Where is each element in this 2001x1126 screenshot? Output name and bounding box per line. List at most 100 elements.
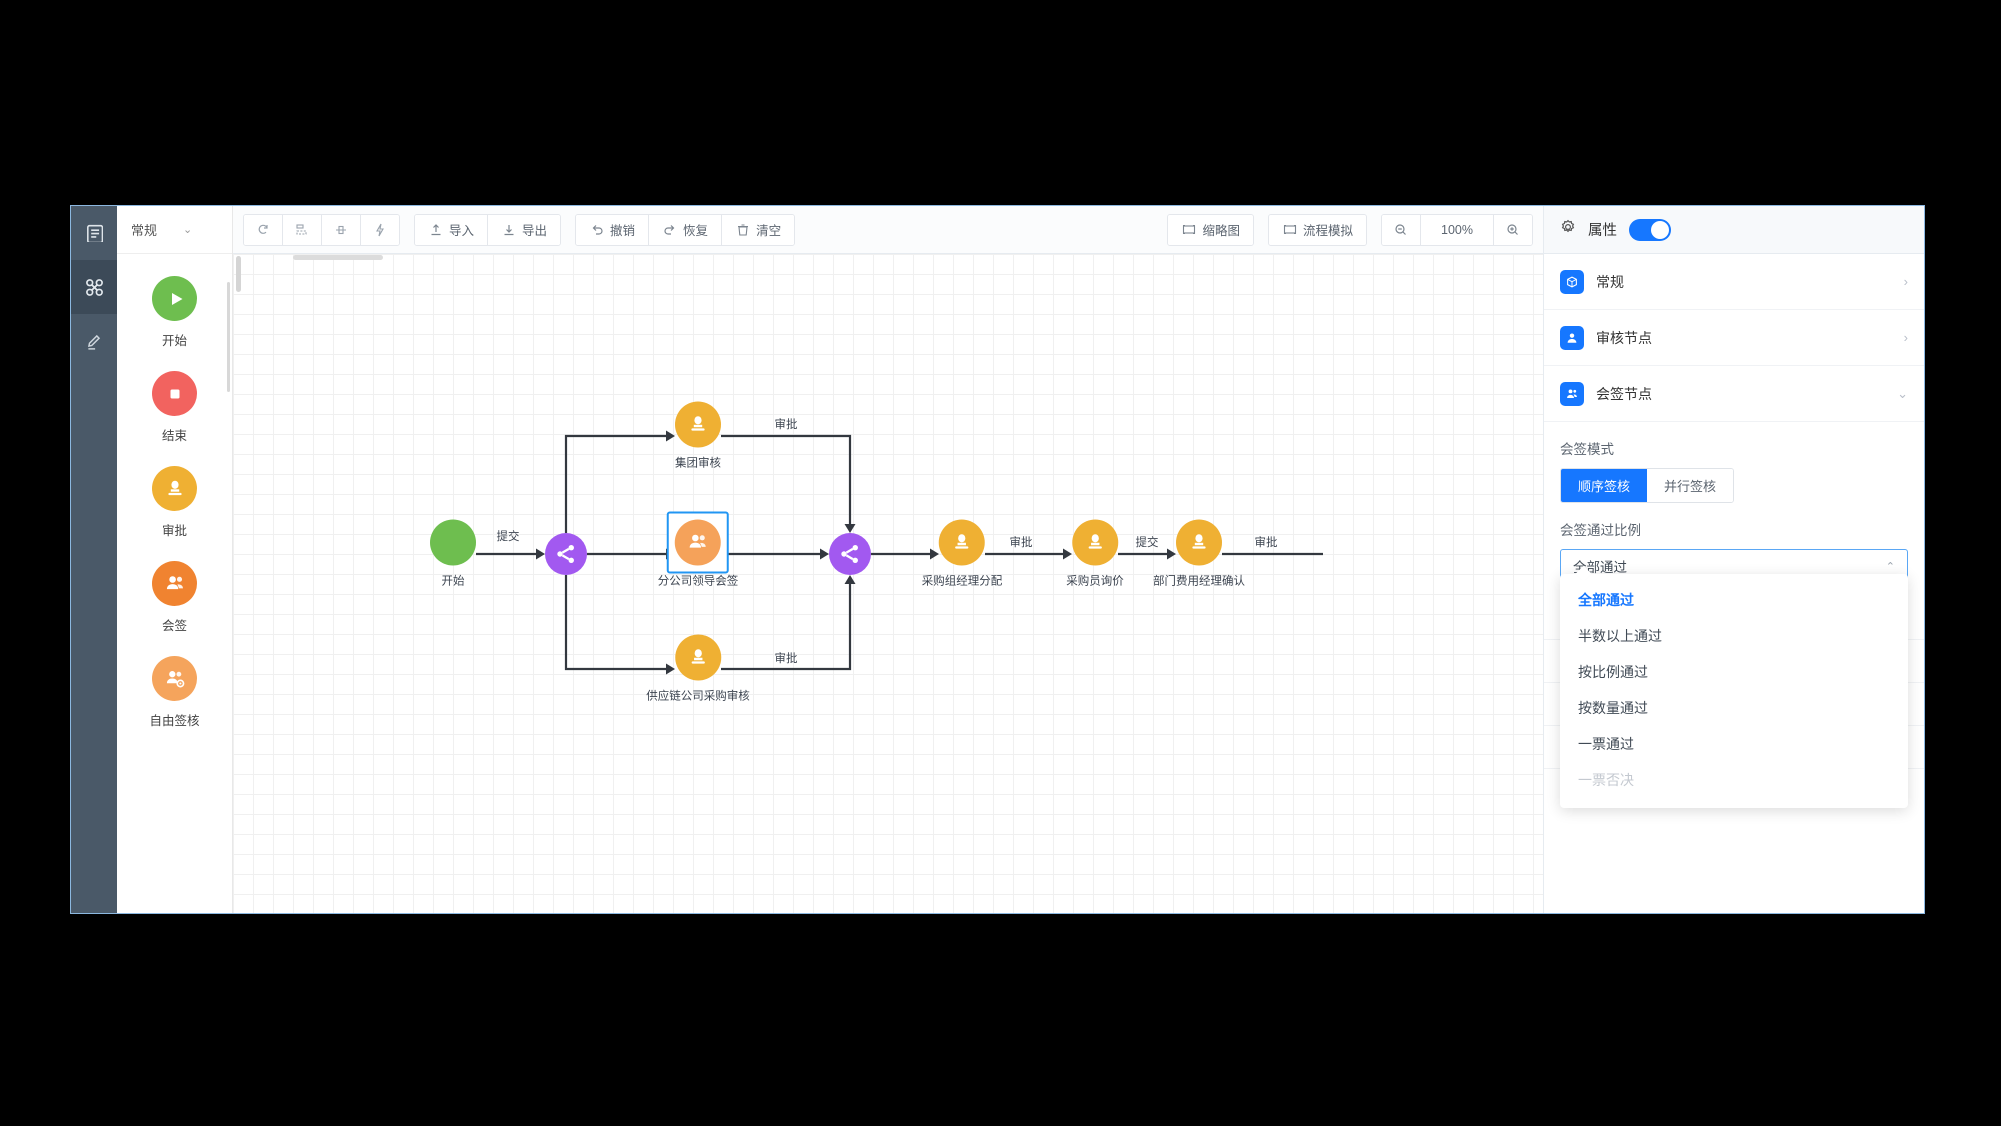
flow-node-label: 部门费用经理确认 xyxy=(1153,575,1245,588)
play-icon xyxy=(152,276,197,321)
flow-node-gw2[interactable] xyxy=(829,533,871,575)
ratio-option-4[interactable]: 一票通过 xyxy=(1578,736,1634,752)
clear-button[interactable]: 清空 xyxy=(722,214,795,245)
pen-icon xyxy=(85,332,103,350)
align-icon[interactable] xyxy=(283,214,322,245)
countersign-ratio-label: 会签通过比例 xyxy=(1560,523,1641,538)
palette-item-2[interactable]: 审批 xyxy=(117,466,232,539)
palette-scrollbar[interactable] xyxy=(227,282,230,392)
import-button[interactable]: 导入 xyxy=(415,214,489,245)
ratio-option-3[interactable]: 按数量通过 xyxy=(1578,700,1648,716)
canvas-area[interactable]: 开始 集团审核分公司领导会签供应链公司采购审核 采购组经理分配采购员询价 部门费用经理… xyxy=(233,254,1543,913)
ratio-option-2[interactable]: 按比例通过 xyxy=(1578,664,1648,680)
property-section-0[interactable]: 常规 › xyxy=(1544,254,1924,310)
palette-item-0[interactable]: 开始 xyxy=(117,276,232,349)
palette-item-label: 结束 xyxy=(161,429,187,443)
edge-label: 提交 xyxy=(1135,537,1159,549)
flow-edges xyxy=(476,430,1323,675)
flow-node-gw1[interactable] xyxy=(545,533,587,575)
canvas-grid[interactable] xyxy=(233,254,1543,913)
palette-category-label: 常规 xyxy=(131,223,158,238)
palette-category-selector[interactable]: 常规 ⌄ xyxy=(117,206,232,254)
export-button[interactable]: 导出 xyxy=(488,214,561,245)
chevron-icon: ⌄ xyxy=(1897,385,1908,401)
redo-icon xyxy=(662,222,678,238)
toggle-knob xyxy=(1651,220,1669,239)
zoom-level-value[interactable]: 100% xyxy=(1421,214,1494,245)
stamp-icon xyxy=(675,401,721,448)
zoom-in-button[interactable] xyxy=(1494,214,1532,245)
align-icon xyxy=(294,222,310,238)
undo-button[interactable]: 撤销 xyxy=(576,214,650,245)
user-icon xyxy=(1560,325,1584,350)
stop-icon xyxy=(152,371,197,416)
edge-label: 审批 xyxy=(1254,537,1278,549)
rail-item-outline[interactable] xyxy=(71,206,117,260)
cube-icon xyxy=(1560,269,1584,294)
toolbar-group-2: 撤销 恢复清空 xyxy=(575,213,796,246)
palette-item-4[interactable]: 自由签核 xyxy=(117,656,232,729)
ratio-option-5: 一票否决 xyxy=(1578,772,1634,788)
thumbnail-button[interactable]: 缩略图 xyxy=(1168,214,1253,245)
flow-node-label: 集团审核 xyxy=(675,457,721,470)
rail-item-nodes[interactable] xyxy=(71,260,117,314)
countersign-ratio-section: 会签通过比例 全部通过 ⌃ xyxy=(1544,503,1924,583)
property-section-label: 常规 xyxy=(1596,273,1624,290)
undo-arrow-icon[interactable] xyxy=(244,214,283,245)
stamp-icon xyxy=(939,519,985,566)
chevron-icon: › xyxy=(1903,274,1908,289)
property-section-2[interactable]: 会签节点⌄ xyxy=(1544,366,1924,422)
stamp-icon xyxy=(1176,519,1222,566)
palette-items: 开始结束审批会签自由签核 xyxy=(117,254,232,913)
countersign-ratio-dropdown[interactable]: 全部通过半数以上通过按比例通过按数量通过一票通过一票否决 xyxy=(1560,574,1908,808)
property-section-1[interactable]: 审核节点 › xyxy=(1544,310,1924,366)
palette-item-label: 开始 xyxy=(161,334,187,348)
editor-toolbar: 导入导出撤销 恢复清空 缩略图流程模拟 100% xyxy=(233,206,1543,254)
flow-node-branch[interactable]: 分公司领导会签 xyxy=(658,511,738,589)
users-gear-icon xyxy=(152,656,197,701)
undo-icon xyxy=(589,222,605,238)
redo-button[interactable]: 恢复 xyxy=(649,214,723,245)
lightning-icon[interactable] xyxy=(361,214,399,245)
flow-node-label: 采购员询价 xyxy=(1066,575,1124,588)
gateway-icon xyxy=(545,533,587,575)
chevron-icon: › xyxy=(1903,330,1908,345)
stamp-icon xyxy=(152,466,197,511)
palette-item-label: 自由签核 xyxy=(149,714,200,728)
flow-node-pmgr[interactable]: 采购组经理分配 xyxy=(922,519,1002,589)
flow-node-start[interactable]: 开始 xyxy=(430,519,476,589)
chevron-up-icon: ⌃ xyxy=(1885,560,1895,573)
toolbar-button-label: 恢复 xyxy=(683,224,709,238)
gateway-icon xyxy=(829,533,871,575)
simulate-button[interactable]: 流程模拟 xyxy=(1269,214,1367,245)
palette-item-3[interactable]: 会签 xyxy=(117,561,232,634)
flow-node-dept[interactable]: 部门费用经理确认 xyxy=(1153,519,1245,589)
flow-node-buyer[interactable]: 采购员询价 xyxy=(1066,519,1124,589)
edge-label: 审批 xyxy=(774,419,798,431)
flow-node-label: 开始 xyxy=(441,575,465,588)
flow-node-group[interactable]: 集团审核 xyxy=(675,401,721,471)
countersign-mode-option-0[interactable]: 顺序签核 xyxy=(1561,469,1648,502)
palette-item-1[interactable]: 结束 xyxy=(117,371,232,444)
upload-icon xyxy=(428,222,444,238)
flow-node-supply[interactable]: 供应链公司采购审核 xyxy=(646,634,750,704)
edge-label: 审批 xyxy=(774,653,798,665)
rail-item-pen[interactable] xyxy=(71,314,117,368)
countersign-mode-segmented[interactable]: 顺序签核并行签核 xyxy=(1560,468,1735,503)
download-icon xyxy=(501,222,517,238)
node-palette: 常规 ⌄ 开始结束审批会签自由签核 xyxy=(117,206,233,913)
zoom-out-button[interactable] xyxy=(1382,214,1422,245)
edge-label: 提交 xyxy=(496,531,520,543)
property-section-label: 审核节点 xyxy=(1596,329,1652,346)
left-icon-rail xyxy=(71,206,117,913)
stamp-icon xyxy=(1072,519,1118,566)
properties-toggle[interactable] xyxy=(1629,218,1671,241)
ratio-option-1[interactable]: 半数以上通过 xyxy=(1578,628,1662,644)
distribute-icon[interactable] xyxy=(322,214,361,245)
ratio-option-0[interactable]: 全部通过 xyxy=(1578,592,1634,608)
countersign-mode-option-1[interactable]: 并行签核 xyxy=(1647,469,1734,502)
canvas-vertical-scrollbar[interactable] xyxy=(236,256,241,292)
canvas-horizontal-scrollbar[interactable] xyxy=(293,255,383,260)
toolbar-group-0 xyxy=(243,213,400,246)
